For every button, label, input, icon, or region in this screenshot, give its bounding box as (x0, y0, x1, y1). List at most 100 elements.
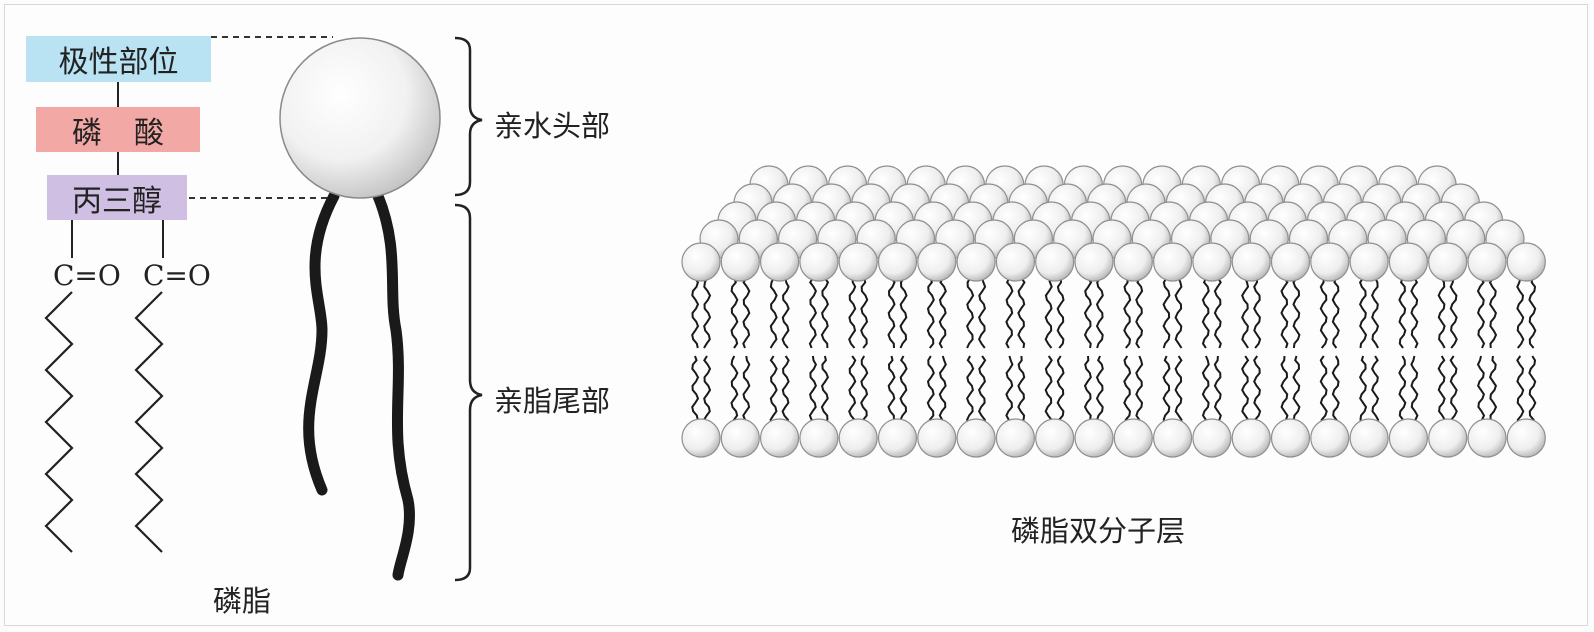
bilayer-tail (848, 277, 857, 349)
bilayer-head-top (1074, 242, 1114, 282)
bilayer-tail (1410, 277, 1419, 349)
polar-region-box: 极性部位 (26, 36, 211, 82)
bilayer-tail (1044, 355, 1053, 425)
bilayer-head-bottom (1270, 418, 1311, 458)
bilayer-head-top (1310, 242, 1350, 282)
bilayer-tail (1437, 277, 1446, 349)
brace-tail (454, 203, 483, 582)
bilayer-tail (938, 355, 947, 425)
bilayer-tail (1253, 277, 1262, 349)
model-head (279, 37, 441, 199)
model-tail-1 (303, 190, 340, 496)
bilayer-tail (1476, 277, 1486, 349)
bilayer-tail (1370, 277, 1380, 349)
bilayer-head-top (681, 242, 721, 282)
bilayer-head-bottom (799, 418, 839, 458)
bilayer-tail (1398, 277, 1407, 349)
bilayer-tail (926, 277, 935, 349)
brace-head (454, 36, 483, 197)
bilayer-tail (1476, 355, 1486, 425)
bilayer-tail (1449, 277, 1458, 349)
bilayer-tail (1005, 355, 1014, 425)
bilayer-tail (1280, 277, 1289, 349)
bilayer-tail (1516, 355, 1525, 425)
bilayer-head-bottom (1192, 418, 1232, 458)
bilayer-head-bottom (759, 418, 800, 458)
bilayer-tail (926, 355, 935, 425)
bilayer-tail (965, 277, 975, 349)
bilayer-head-bottom (956, 418, 996, 458)
bilayer-tail (1135, 355, 1144, 425)
bilayer-head-top (995, 242, 1036, 282)
bilayer-tail (1213, 277, 1222, 349)
phospholipid-bilayer (681, 165, 1546, 458)
bilayer-tail (1358, 355, 1368, 425)
bilayer-tail (781, 277, 790, 349)
bilayer-tail (1528, 277, 1537, 349)
bilayer-tail (1253, 355, 1262, 425)
phospholipid-caption: 磷脂 (213, 584, 272, 618)
bilayer-head-bottom (1035, 418, 1075, 458)
bilayer-tail (1017, 355, 1026, 425)
bilayer-tail (1437, 355, 1446, 425)
bilayer-tail (1516, 277, 1525, 349)
carbonyl-label-2: C=O (143, 259, 211, 292)
model-tail-2 (372, 190, 415, 581)
hydrophilic-head-label: 亲水头部 (494, 109, 611, 143)
bilayer-tail (1398, 355, 1407, 425)
bilayer-tail (1449, 355, 1458, 425)
bilayer-tail (1488, 355, 1498, 425)
bilayer-tail (1241, 277, 1250, 349)
bilayer-tail (1174, 355, 1183, 425)
bilayer-tail (1213, 355, 1222, 425)
bilayer-head-top (720, 242, 760, 282)
bilayer-tail (1056, 277, 1065, 349)
bilayer-tail (703, 277, 712, 349)
bilayer-tail (691, 277, 700, 349)
bilayer-tail (702, 355, 712, 425)
bilayer-head-top (1231, 242, 1271, 282)
bilayer-tail (730, 355, 739, 425)
bilayer-tail (1201, 277, 1210, 349)
bilayer-head-top (1428, 242, 1468, 282)
bilayer-tail (1174, 277, 1183, 349)
bilayer-tail (860, 277, 869, 349)
bilayer-tail (899, 355, 908, 425)
bilayer-tail (848, 355, 857, 425)
bilayer-tail (1331, 277, 1340, 349)
bilayer-head-bottom (720, 418, 760, 458)
bilayer-head-bottom (1113, 418, 1153, 458)
bilayer-tail (808, 355, 818, 425)
bilayer-head-top (877, 242, 918, 282)
bilayer-head-top (1192, 242, 1232, 282)
bilayer-head-top (1035, 242, 1075, 282)
fatty-acid-chain-1 (44, 291, 74, 553)
bilayer-head-top (1349, 242, 1389, 282)
bilayer-tail (1358, 277, 1368, 349)
bilayer-tail (1162, 277, 1171, 349)
bilayer-head-bottom (1428, 418, 1468, 458)
bilayer-tail (977, 355, 987, 425)
bilayer-head-top (956, 242, 996, 282)
bilayer-tail (965, 355, 975, 425)
bilayer-tail (1044, 277, 1053, 349)
polar-region-label: 极性部位 (58, 45, 179, 80)
bilayer-head-top (1388, 242, 1429, 282)
bilayer-head-bottom (1506, 418, 1546, 458)
bilayer-tail (1528, 355, 1537, 425)
bilayer-head-bottom (1310, 418, 1350, 458)
bilayer-tail (1017, 277, 1026, 349)
bilayer-tail (977, 277, 987, 349)
bilayer-head-top (838, 242, 878, 282)
bilayer-tail (887, 355, 896, 425)
bilayer-tail (1095, 355, 1104, 425)
bilayer-tail (1319, 355, 1328, 425)
fatty-acid-chain-2 (134, 291, 164, 553)
bilayer-tail (1292, 355, 1301, 425)
bilayer-tail (742, 355, 751, 425)
bilayer-caption: 磷脂双分子层 (1011, 514, 1186, 548)
bilayer-head-bottom (681, 418, 721, 458)
bilayer-tail (1241, 355, 1250, 425)
bilayer-tail (1331, 355, 1340, 425)
